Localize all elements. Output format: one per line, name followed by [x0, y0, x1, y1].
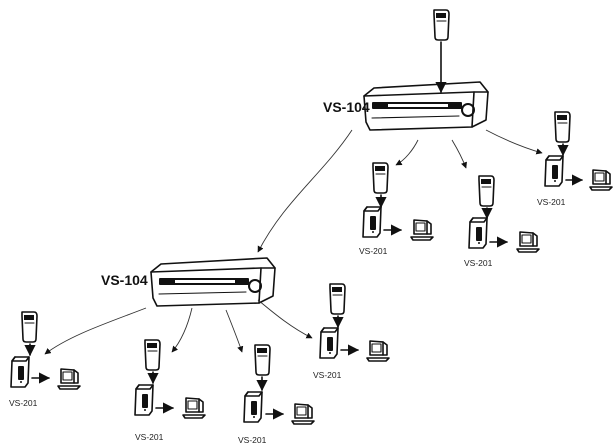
monitor-icon	[410, 219, 434, 241]
vs-201-label: VS-201	[464, 258, 493, 268]
monitor-icon	[57, 368, 81, 390]
vs-201-label: VS-201	[9, 398, 38, 408]
lower-to-u4-link	[44, 307, 147, 355]
vs-201-unit	[10, 356, 30, 388]
vs-201-label: VS-201	[135, 432, 164, 442]
vs-201-label: VS-201	[537, 197, 566, 207]
lower-to-u6-link	[225, 309, 244, 353]
vs-201-unit	[134, 384, 154, 416]
monitor-icon	[589, 169, 613, 191]
camera-icon	[329, 283, 346, 315]
vs-201-unit	[544, 155, 564, 187]
camera-icon	[372, 162, 389, 194]
monitor-icon	[516, 231, 540, 253]
lower-switch	[150, 257, 276, 307]
vs-201-unit	[362, 206, 382, 238]
top-camera-icon	[433, 9, 450, 41]
upper-to-u3-link	[485, 129, 543, 155]
vs-201-unit	[319, 327, 339, 359]
vs-201-label: VS-201	[359, 246, 388, 256]
lower-to-u7-link	[257, 299, 313, 339]
vs-201-label: VS-201	[313, 370, 342, 380]
camera-icon	[554, 111, 571, 143]
vs-201-unit	[243, 391, 263, 423]
upper-switch	[363, 81, 489, 131]
upper-to-lower-link	[257, 129, 353, 253]
upper-to-u2-link	[451, 139, 467, 169]
monitor-icon	[182, 397, 206, 419]
camera-icon	[144, 339, 161, 371]
monitor-icon	[291, 403, 315, 425]
camera-icon	[478, 175, 495, 207]
vs-201-label: VS-201	[238, 435, 267, 445]
upper-switch-label: VS-104	[323, 99, 370, 115]
lower-switch-label: VS-104	[101, 272, 148, 288]
monitor-icon	[366, 340, 390, 362]
lower-to-u5-link	[171, 307, 193, 353]
vs-201-unit	[468, 217, 488, 249]
camera-icon	[254, 344, 271, 376]
upper-to-u1-link	[395, 139, 419, 166]
camera-icon	[21, 311, 38, 343]
